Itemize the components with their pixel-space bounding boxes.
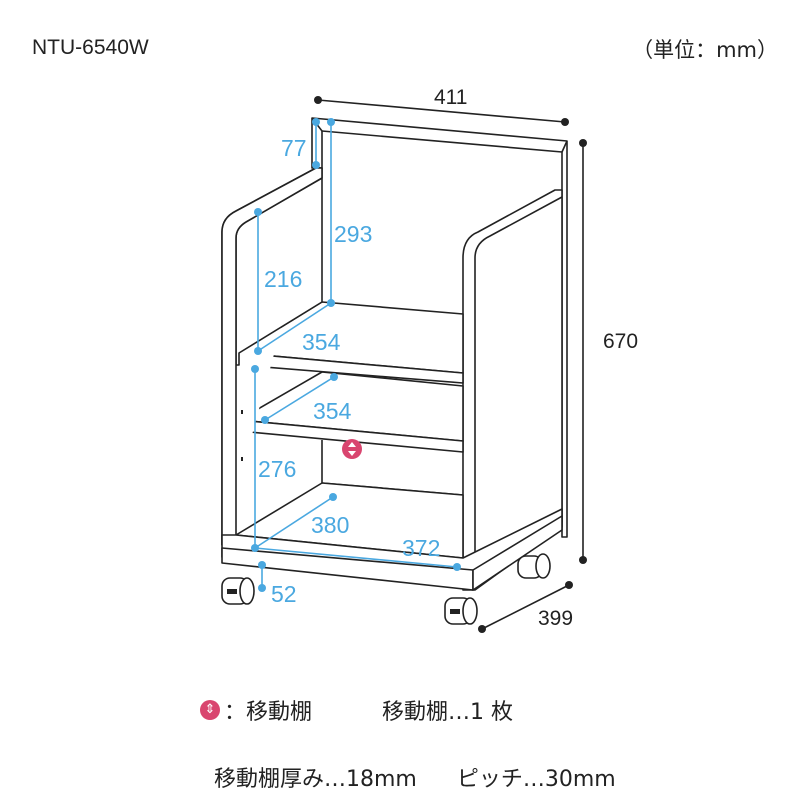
legend-pitch: ピッチ…30mm (456, 767, 616, 792)
movable-shelf-icon: ⇕ (200, 700, 220, 720)
legend-line-1: ⇕ ：移動棚 移動棚…1 枚 (200, 694, 513, 726)
caster-icon (444, 597, 478, 625)
right-side-panel (462, 189, 563, 591)
dim-movable-shelf-depth: 354 (313, 398, 352, 424)
dim-bottom-depth: 380 (311, 512, 349, 538)
dim-inner-width: 372 (402, 535, 440, 561)
dim-top-gap: 77 (281, 135, 307, 161)
dim-depth: 399 (538, 607, 573, 630)
dim-height: 670 (603, 330, 638, 353)
dim-upper-side-height: 216 (264, 266, 302, 292)
dim-width: 411 (434, 86, 467, 109)
dimension-lines (251, 118, 461, 592)
model-name: NTU-6540W (32, 36, 149, 59)
legend-line-2: 移動棚厚み…18mm ピッチ…30mm (200, 736, 616, 793)
legend-shelf-count: 移動棚…1 枚 (382, 700, 514, 725)
overall-dimension-lines (314, 96, 587, 633)
caster-icon (517, 553, 551, 579)
unit-label: （単位：mm） (632, 38, 778, 62)
dim-lower-height: 276 (258, 456, 296, 482)
legend-icon-label: ：移動棚 (224, 700, 313, 725)
dim-floor-clearance: 52 (271, 581, 297, 607)
caster-icon (221, 577, 255, 605)
dim-upper-back-height: 293 (334, 221, 372, 247)
legend-thickness: 移動棚厚み…18mm (214, 767, 417, 792)
movable-shelf-marker-icon (342, 439, 362, 459)
dim-upper-shelf-depth: 354 (302, 329, 341, 355)
